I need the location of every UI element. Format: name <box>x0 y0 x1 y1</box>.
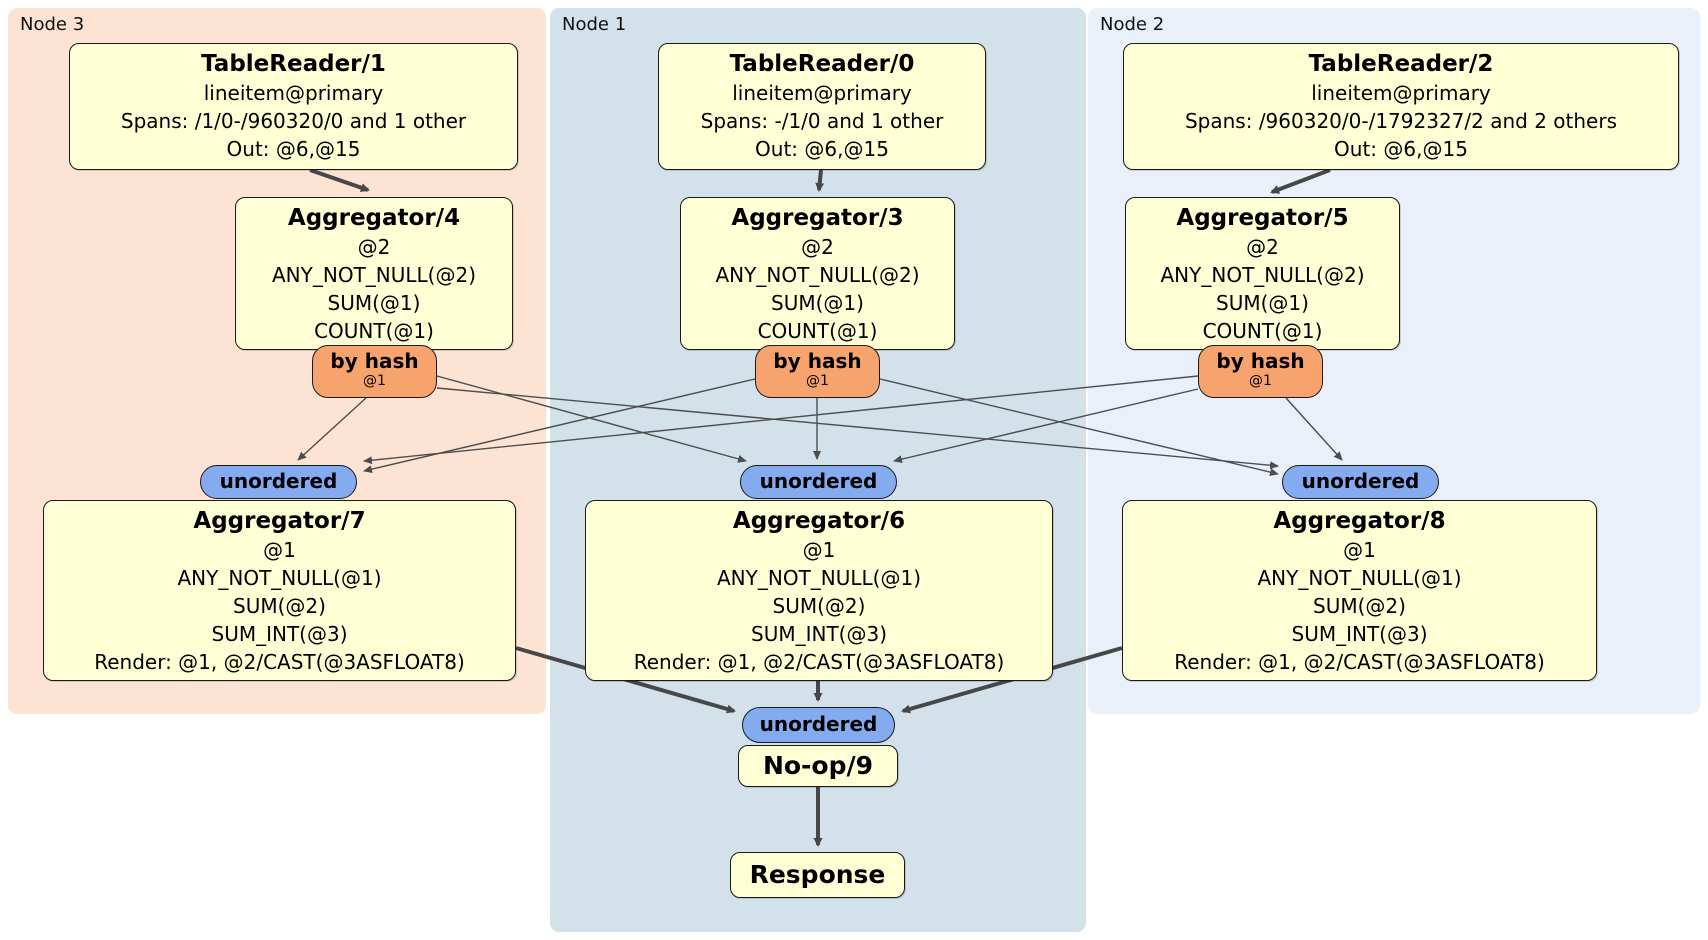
box-line: ANY_NOT_NULL(@2) <box>715 263 920 287</box>
edge-bh5-uo8 <box>1285 397 1343 461</box>
box-line: @2 <box>801 235 834 259</box>
edge-bh4-uo7 <box>297 397 367 461</box>
box-line: Render: @1, @2/CAST(@3ASFLOAT8) <box>94 650 465 674</box>
router-label: by hash <box>330 349 419 373</box>
edge-bh4-uo6 <box>436 375 747 463</box>
box-line: @2 <box>1246 235 1279 259</box>
box-tablereader-2: TableReader/2 lineitem@primary Spans: /9… <box>1123 43 1679 170</box>
sync-unordered-7: unordered <box>200 465 357 499</box>
box-line: SUM(@2) <box>233 594 326 618</box>
node3-label: Node 3 <box>20 14 85 35</box>
box-line: ANY_NOT_NULL(@1) <box>177 566 382 590</box>
router-label: by hash <box>1216 349 1305 373</box>
box-line: Out: @6,@15 <box>226 137 361 161</box>
thin-edges <box>297 375 1343 477</box>
box-line: lineitem@primary <box>1311 81 1491 105</box>
box-line: @1 <box>263 538 296 562</box>
box-line: @1 <box>802 538 836 562</box>
box-title: TableReader/2 <box>1308 51 1494 77</box>
box-title: Aggregator/3 <box>731 205 904 231</box>
box-line: Spans: -/1/0 and 1 other <box>700 109 944 133</box>
sync-unordered-9: unordered <box>742 707 895 743</box>
box-line: SUM(@2) <box>772 594 866 618</box>
edge-bh5-uo7 <box>363 375 1199 465</box>
box-line: SUM_INT(@3) <box>211 622 348 646</box>
box-title: Aggregator/5 <box>1176 205 1349 231</box>
box-title: Response <box>749 860 886 889</box>
box-aggregator-5: Aggregator/5 @2 ANY_NOT_NULL(@2) SUM(@1)… <box>1125 197 1400 350</box>
box-line: SUM(@2) <box>1313 594 1406 618</box>
box-aggregator-3: Aggregator/3 @2 ANY_NOT_NULL(@2) SUM(@1)… <box>680 197 955 350</box>
node2-label: Node 2 <box>1100 14 1165 35</box>
box-line: ANY_NOT_NULL(@1) <box>717 566 921 590</box>
box-line: Spans: /1/0-/960320/0 and 1 other <box>120 109 467 133</box>
sync-unordered-8: unordered <box>1282 465 1439 499</box>
box-title: TableReader/1 <box>201 51 386 77</box>
box-line: COUNT(@1) <box>1202 319 1323 343</box>
edge-bh3-uo8 <box>879 378 1279 477</box>
box-line: Render: @1, @2/CAST(@3ASFLOAT8) <box>1174 650 1545 674</box>
router-by-hash-5: by hash @1 <box>1198 345 1323 398</box>
router-by-hash-3: by hash @1 <box>755 345 880 398</box>
box-title: Aggregator/6 <box>732 508 906 534</box>
sync-unordered-6: unordered <box>740 465 897 499</box>
box-line: COUNT(@1) <box>314 319 434 343</box>
box-aggregator-8: Aggregator/8 @1 ANY_NOT_NULL(@1) SUM(@2)… <box>1122 500 1597 681</box>
router-by-hash-4: by hash @1 <box>312 345 437 398</box>
box-line: ANY_NOT_NULL(@2) <box>272 263 476 287</box>
router-detail: @1 <box>806 373 829 389</box>
edge-bh4-uo8 <box>436 387 1279 470</box>
box-line: Out: @6,@15 <box>755 137 889 161</box>
box-line: lineitem@primary <box>732 81 912 105</box>
box-tablereader-1: TableReader/1 lineitem@primary Spans: /1… <box>69 43 518 170</box>
box-line: SUM(@1) <box>327 291 421 315</box>
box-aggregator-6: Aggregator/6 @1 ANY_NOT_NULL(@1) SUM(@2)… <box>585 500 1053 681</box>
box-line: SUM_INT(@3) <box>751 622 887 646</box>
box-line: ANY_NOT_NULL(@1) <box>1257 566 1462 590</box>
router-detail: @1 <box>363 373 386 389</box>
box-noop-9: No-op/9 <box>738 745 898 787</box>
box-title: Aggregator/7 <box>193 508 366 534</box>
box-line: @2 <box>357 235 391 259</box>
box-title: No-op/9 <box>762 751 874 780</box>
box-line: SUM(@1) <box>771 291 864 315</box>
box-line: @1 <box>1343 538 1376 562</box>
box-title: TableReader/0 <box>729 51 915 77</box>
box-aggregator-7: Aggregator/7 @1 ANY_NOT_NULL(@1) SUM(@2)… <box>43 500 516 681</box>
edge-bh3-uo7 <box>363 378 756 474</box>
box-line: COUNT(@1) <box>757 319 878 343</box>
box-tablereader-0: TableReader/0 lineitem@primary Spans: -/… <box>658 43 986 170</box>
box-title: Aggregator/8 <box>1273 508 1446 534</box>
box-line: Spans: /960320/0-/1792327/2 and 2 others <box>1184 109 1617 133</box>
edge-bh5-uo6 <box>893 388 1199 464</box>
box-aggregator-4: Aggregator/4 @2 ANY_NOT_NULL(@2) SUM(@1)… <box>235 197 513 350</box>
box-title: Aggregator/4 <box>287 205 461 231</box>
router-label: by hash <box>773 349 862 373</box>
edge-tr0-agg3 <box>815 169 825 192</box>
box-line: SUM_INT(@3) <box>1291 622 1428 646</box>
box-line: ANY_NOT_NULL(@2) <box>1160 263 1365 287</box>
box-response: Response <box>730 852 905 898</box>
box-line: Render: @1, @2/CAST(@3ASFLOAT8) <box>633 650 1005 674</box>
router-detail: @1 <box>1249 373 1272 389</box>
node1-label: Node 1 <box>562 14 627 35</box>
box-line: lineitem@primary <box>203 81 384 105</box>
edge-tr2-agg5 <box>1270 168 1331 194</box>
box-line: SUM(@1) <box>1216 291 1309 315</box>
box-line: Out: @6,@15 <box>1334 137 1468 161</box>
edge-tr1-agg4 <box>309 168 370 192</box>
